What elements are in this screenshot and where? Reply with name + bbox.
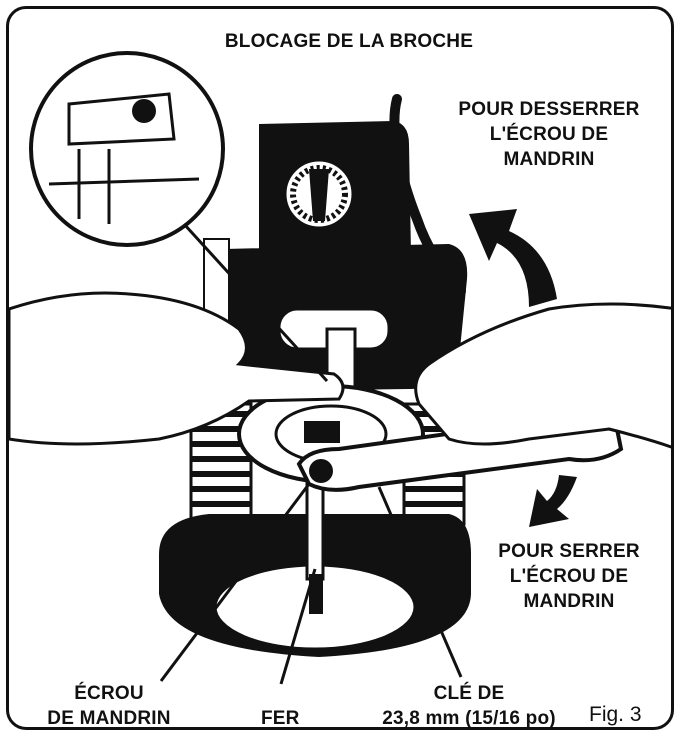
leader-spindle-lock (182, 222, 329, 383)
label-bit: FER (261, 708, 300, 729)
label-wrench: CLÉ DE 23,8 mm (15/16 po) (382, 683, 556, 729)
leader-bit (279, 568, 317, 685)
router-bit (305, 477, 325, 581)
leader-collet-nut (159, 483, 311, 682)
label-loosen: POUR DESSERRER L'ÉCROU DE MANDRIN (458, 99, 640, 170)
label-tighten: POUR SERRER L'ÉCROU DE MANDRIN (498, 541, 640, 612)
left-hand (9, 291, 345, 446)
right-hand (414, 302, 671, 449)
leader-wrench (377, 486, 463, 678)
tighten-arrow-icon (529, 475, 577, 527)
loosen-arrow-icon (469, 209, 557, 307)
label-collet-nut: ÉCROU DE MANDRIN (47, 683, 171, 729)
magnifier-inset (29, 51, 225, 247)
figure-frame: BLOCAGE DE LA BROCHE POUR DESSERRER L'ÉC… (6, 6, 674, 730)
router-illustration (9, 51, 671, 685)
label-spindle-lock: BLOCAGE DE LA BROCHE (224, 31, 474, 52)
figure-number: Fig. 3 (589, 703, 642, 726)
